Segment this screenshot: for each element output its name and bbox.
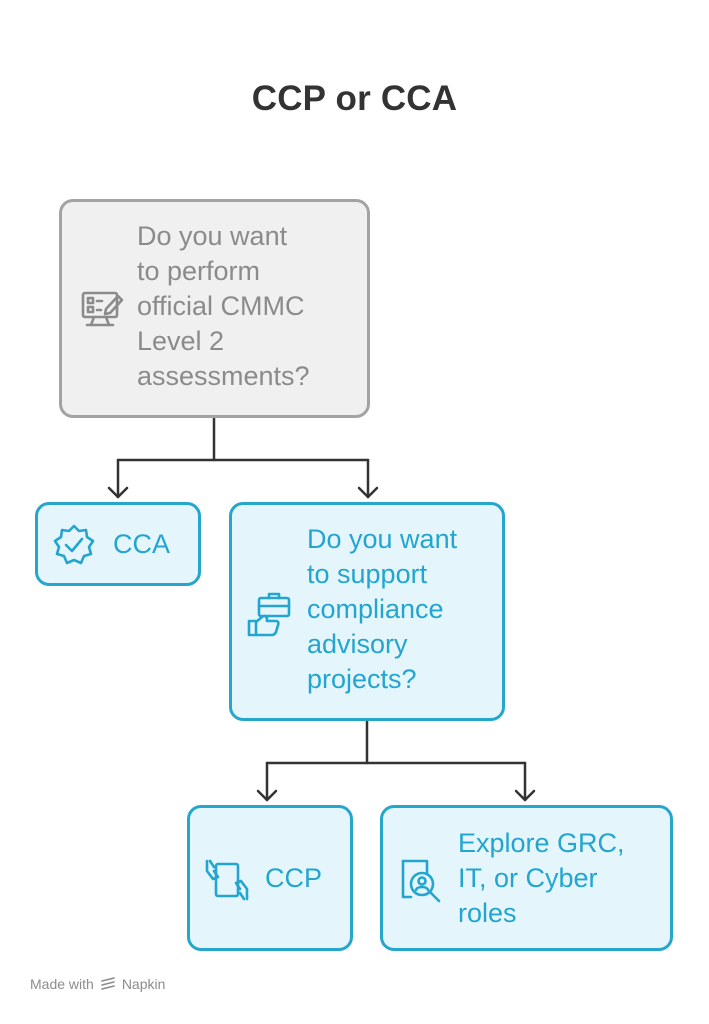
question-node-advisory-projects: Do you want to support compliance adviso… <box>229 502 505 721</box>
made-with-footer: Made with Napkin <box>30 976 165 992</box>
result-node-ccp: CCP <box>187 805 353 951</box>
question-node-cmmc-assessments: Do you want to perform official CMMC Lev… <box>59 199 370 418</box>
page-title: CCP or CCA <box>251 79 458 118</box>
question-node-text: Do you want to perform official CMMC Lev… <box>137 221 310 391</box>
result-node-explore-roles: Explore GRC, IT, or Cyber roles <box>380 805 673 951</box>
napkin-brand-label: Napkin <box>121 976 166 992</box>
napkin-logo-icon <box>100 976 116 992</box>
verified-badge-icon <box>52 523 96 572</box>
computer-checklist-icon <box>80 287 126 338</box>
arrowhead-ccp <box>256 789 278 802</box>
arrowhead-explore <box>514 789 536 802</box>
arrowhead-cca <box>107 486 129 499</box>
result-node-text: Explore GRC, IT, or Cyber roles <box>458 828 625 928</box>
arrowhead-q2 <box>357 486 379 499</box>
profile-search-icon <box>397 857 443 908</box>
briefcase-thumbs-up-icon <box>246 591 294 644</box>
result-node-cca: CCA <box>35 502 201 586</box>
made-with-label: Made with <box>30 976 94 992</box>
document-hands-icon <box>204 857 250 908</box>
result-node-text: CCP <box>265 863 323 893</box>
question-node-text: Do you want to support compliance adviso… <box>307 524 458 694</box>
result-node-text: CCA <box>113 529 171 559</box>
